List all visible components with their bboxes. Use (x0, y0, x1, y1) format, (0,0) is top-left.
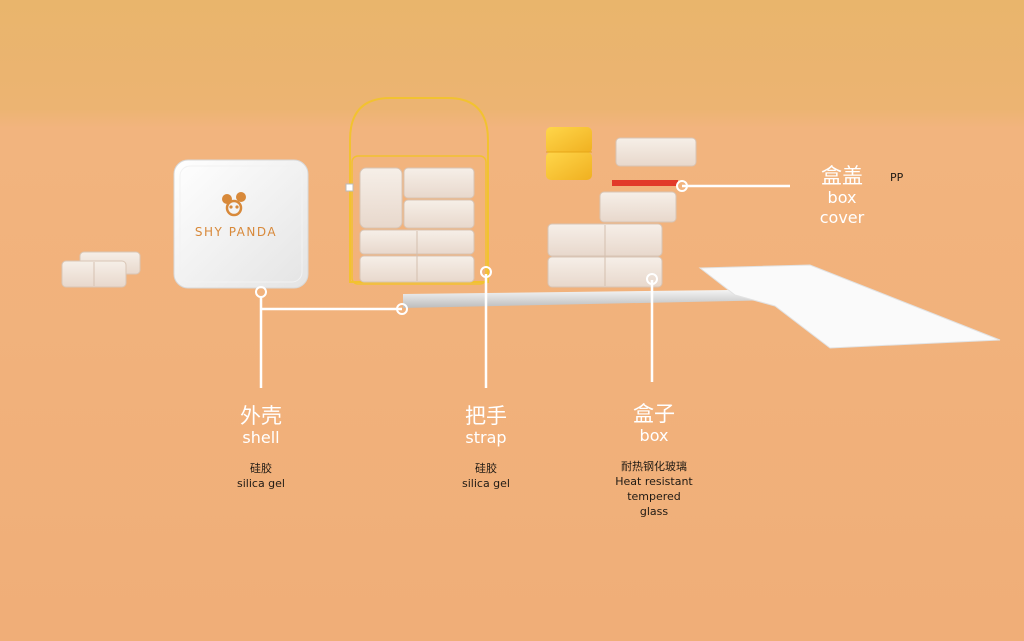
brand-name: SHY PANDA (195, 225, 277, 239)
base-bar (403, 290, 780, 308)
lid-material: PP (890, 171, 904, 184)
strap-material-cn: 硅胶 (475, 462, 497, 475)
lid-title-en: box cover (819, 188, 865, 227)
shell-title-cn: 外壳 (240, 404, 282, 428)
box-material-en: Heat resistant tempered glass (615, 475, 693, 518)
shell-material-en: silica gel (237, 477, 285, 490)
lid-title-cn: 盒盖 (821, 164, 863, 188)
box-material-cn: 耐热钢化玻璃 (621, 460, 687, 473)
strap-title-en: strap (465, 428, 507, 447)
shell-material-cn: 硅胶 (250, 462, 272, 475)
yellow-cubes (546, 127, 592, 180)
shell-cube: SHY PANDA (173, 159, 309, 289)
callout-box: 盒子 box 耐热钢化玻璃 Heat resistant tempered gl… (592, 402, 716, 519)
shell-title-en: shell (242, 428, 280, 447)
strap-title-cn: 把手 (465, 404, 507, 428)
strap-outline (349, 97, 489, 283)
strap-material-en: silica gel (462, 477, 510, 490)
lid-seal (612, 180, 678, 186)
instruction-card (698, 264, 1001, 349)
strap-assembly (345, 97, 489, 285)
callout-strap: 把手 strap 硅胶 silica gel (426, 404, 546, 491)
box-stack (547, 137, 697, 288)
callout-shell: 外壳 shell 硅胶 silica gel (201, 404, 321, 491)
box-title-cn: 盒子 (633, 402, 675, 426)
callout-lines (259, 184, 790, 388)
box-title-en: box (639, 426, 669, 445)
small-glass-blocks (61, 251, 141, 288)
callout-lid: 盒盖 box cover (800, 164, 884, 228)
callout-markers (255, 180, 688, 315)
panda-icon (222, 192, 246, 217)
